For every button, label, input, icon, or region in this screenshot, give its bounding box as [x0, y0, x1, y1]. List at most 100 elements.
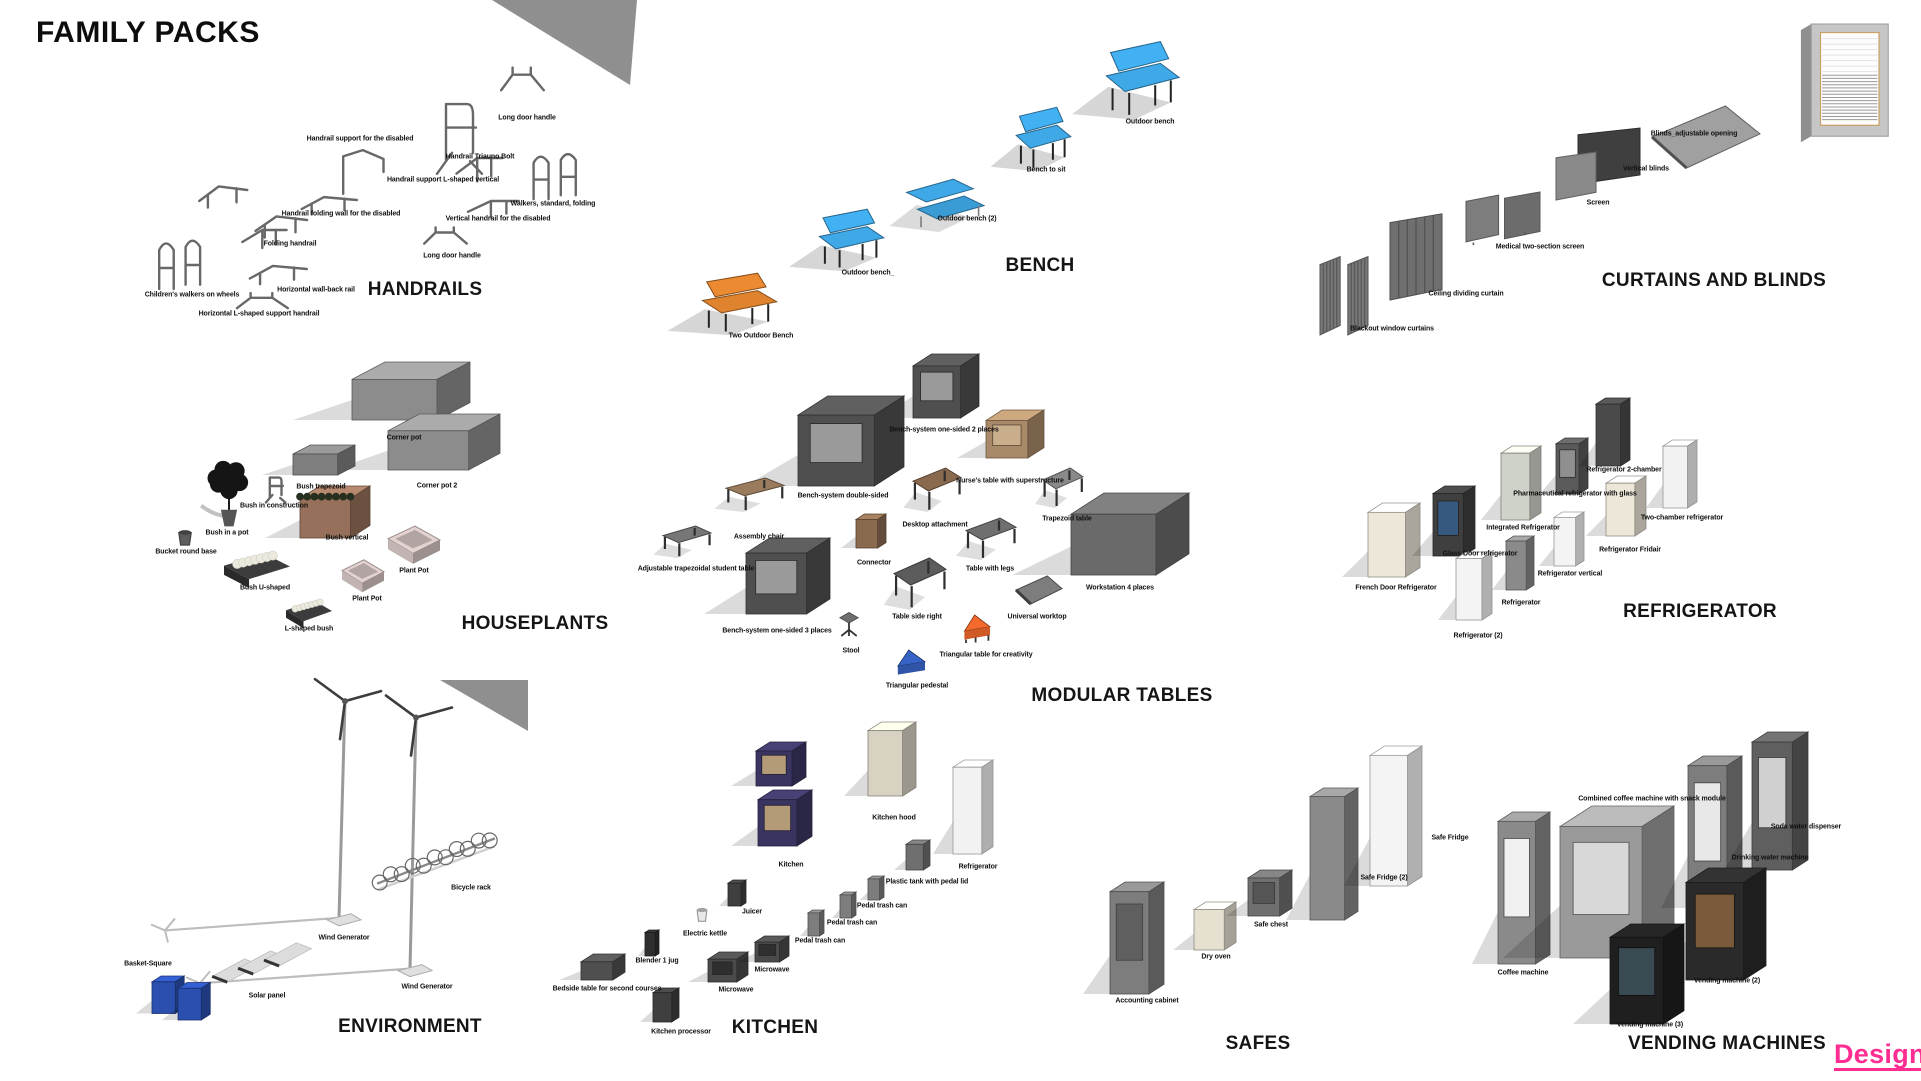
environment-item: [135, 970, 214, 1021]
vending-item: [1503, 805, 1676, 959]
section-title-vending: VENDING MACHINES: [1628, 1033, 1826, 1054]
houseplants-item: [265, 485, 372, 539]
item-label: Long door handle: [498, 114, 556, 122]
vending-item: [1646, 867, 1768, 981]
item-label: Horizontal L-shaped support handrail: [198, 310, 320, 318]
item-label: Folding handrail: [263, 240, 317, 248]
item-label: Drinking water machine: [1731, 854, 1809, 862]
safes-item: [1083, 881, 1166, 995]
modular-tables-item: [957, 409, 1046, 459]
handrails-item: [520, 146, 588, 202]
handrails-item: [196, 168, 250, 212]
corner-wedge: [490, 0, 640, 95]
modular-tables-item: [653, 525, 713, 558]
kitchen-item: [844, 721, 918, 797]
handrails-item: [332, 146, 388, 198]
kitchen-item: [731, 789, 814, 847]
item-label: Coffee machine: [1497, 969, 1549, 977]
item-label: Handrail support L-shaped vertical: [386, 176, 500, 184]
modular-tables-item: [704, 537, 832, 615]
item-label: Kitchen processor: [651, 1028, 711, 1036]
item-label: Two Outdoor Bench: [728, 332, 794, 340]
refrigerator-item: [1539, 511, 1586, 567]
design-link[interactable]: Design: [1834, 1040, 1921, 1072]
houseplants-item: [199, 458, 258, 530]
safes-item: [1286, 787, 1360, 921]
item-label: French Door Refrigerator: [1355, 584, 1437, 592]
item-label: Accounting cabinet: [1115, 997, 1179, 1005]
item-label: Screen: [1586, 199, 1610, 207]
handrails-item: [497, 60, 549, 102]
kitchen-item: [640, 987, 681, 1023]
item-label: Refrigerator 2-chamber: [1586, 466, 1662, 474]
item-label: Triangular table for creativity: [939, 651, 1033, 659]
vending-item: [1724, 731, 1810, 871]
vending-item: [1573, 923, 1686, 1025]
item-label: Refrigerator Fridair: [1599, 546, 1661, 554]
curtains-item: [1389, 212, 1443, 301]
item-label: Bench to sit: [1026, 166, 1066, 174]
item-label: Handrail Triauno Bolt: [445, 153, 515, 161]
houseplants-item: [340, 558, 386, 594]
item-label: Pedal trash can: [794, 937, 846, 945]
kitchen-item: [738, 935, 791, 963]
item-label: Horizontal wall-back rail: [277, 286, 355, 294]
refrigerator-item: [1492, 535, 1536, 591]
kitchen-item: [933, 759, 995, 855]
page-title: FAMILY PACKS: [36, 16, 260, 49]
item-label: Table side right: [892, 613, 942, 621]
curtains-item: [1758, 23, 1906, 146]
handrails-item: [238, 210, 292, 250]
refrigerator-item: [1481, 445, 1543, 521]
item-label: Microwave: [718, 986, 754, 994]
kitchen-item: [695, 906, 709, 922]
modular-tables-item: [1035, 467, 1085, 508]
handrails-item: [298, 182, 360, 218]
item-label: Refrigerator: [958, 863, 998, 871]
section-title-curtains: CURTAINS AND BLINDS: [1601, 270, 1827, 291]
item-label: Children's walkers on wheels: [144, 291, 240, 299]
environment-item: [371, 815, 500, 893]
modular-tables-item: [958, 614, 991, 643]
handrails-item: [428, 94, 488, 178]
item-label: Refrigerator: [1501, 599, 1541, 607]
item-label: Plastic tank with pedal lid: [885, 878, 969, 886]
item-label: Walkers, standard, folding: [510, 200, 596, 208]
item-label: Desktop attachment: [902, 521, 968, 529]
item-label: Plant Pot: [352, 595, 382, 603]
environment-item: [140, 677, 390, 943]
item-label: Bedside table for second courses: [552, 985, 662, 993]
item-label: Microwave: [754, 966, 790, 974]
item-label: Vertical blinds: [1623, 165, 1669, 173]
curtains-item: [1650, 105, 1761, 170]
safes-item: [1173, 901, 1238, 951]
item-label: Wind Generator: [401, 983, 453, 991]
vending-item: [1472, 811, 1552, 965]
bench-item: [1072, 40, 1202, 120]
item-label: Two-chamber refrigerator: [1640, 514, 1724, 522]
item-label: Corner pot 2: [416, 482, 458, 490]
houseplants-item: [386, 524, 442, 566]
item-label: Bush in a pot: [205, 529, 249, 537]
handrails-item: [146, 232, 212, 292]
kitchen-item: [688, 951, 750, 983]
item-label: Plant Pot: [399, 567, 429, 575]
handrails-item: [452, 132, 508, 184]
kitchen-item: [860, 875, 886, 901]
houseplants-item: [286, 596, 332, 630]
modular-tables-item: [1014, 575, 1063, 606]
item-label: Bench-system one-sided 3 places: [722, 627, 832, 635]
corner-wedge: [438, 678, 530, 738]
item-label: Stool: [842, 647, 860, 655]
item-label: Vending machine (2): [1693, 977, 1761, 985]
modular-tables-item: [1012, 492, 1191, 576]
bench-item: [990, 106, 1088, 172]
section-title-safes: SAFES: [1225, 1033, 1291, 1054]
kitchen-item: [559, 953, 627, 981]
handrails-item: [246, 250, 310, 288]
item-label: Vending machine (3): [1616, 1021, 1684, 1029]
refrigerator-item: [1438, 551, 1494, 621]
handrails-item: [232, 288, 294, 316]
refrigerator-item: [1540, 437, 1590, 495]
